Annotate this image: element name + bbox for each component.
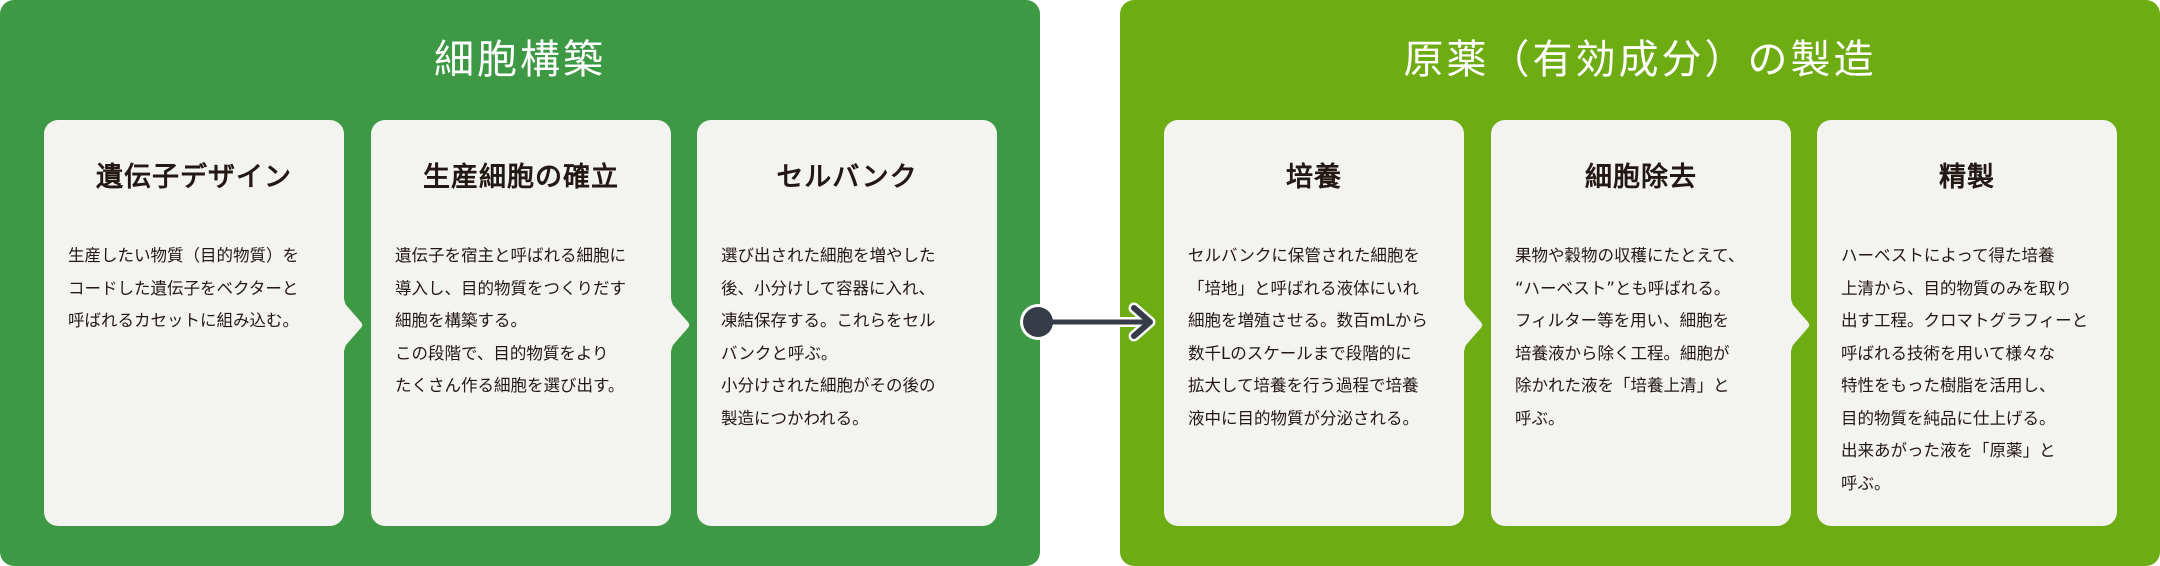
drug-substance-manufacturing-panel: 原薬（有効成分）の製造 培養 セルバンクに保管された細胞を 「培地」と呼ばれる液…: [1120, 0, 2160, 566]
step-description: 果物や穀物の収穫にたとえて、 “ハーベスト”とも呼ばれる。 フィルター等を用い、…: [1515, 246, 1745, 428]
step-card-cell-removal: 細胞除去 果物や穀物の収穫にたとえて、 “ハーベスト”とも呼ばれる。 フィルター…: [1491, 120, 1810, 526]
cell-construction-panel: 細胞構築 遺伝子デザイン 生産したい物質（目的物質）を コードした遺伝子をベクタ…: [0, 0, 1040, 566]
step-chevron-icon: [1462, 295, 1483, 355]
panel-title-cell-construction: 細胞構築: [434, 37, 606, 83]
step-title: 遺伝子デザイン: [96, 162, 292, 193]
step-title: セルバンク: [776, 162, 918, 193]
step-card-culture: 培養 セルバンクに保管された細胞を 「培地」と呼ばれる液体にいれ 細胞を増殖させ…: [1164, 120, 1483, 526]
step-chevron-icon: [342, 295, 363, 355]
step-card-cell-bank: セルバンク 選び出された細胞を増やした 後、小分けして容器に入れ、 凍結保存する…: [697, 120, 997, 526]
step-description: 選び出された細胞を増やした 後、小分けして容器に入れ、 凍結保存する。これらをセ…: [721, 246, 936, 428]
step-title: 培養: [1286, 162, 1342, 193]
step-chevron-icon: [1789, 295, 1810, 355]
step-title: 細胞除去: [1585, 162, 1697, 193]
step-description: セルバンクに保管された細胞を 「培地」と呼ばれる液体にいれ 細胞を増殖させる。数…: [1188, 246, 1428, 428]
step-title: 精製: [1939, 162, 1995, 193]
step-description: ハーベストによって得た培養 上清から、目的物質のみを取り 出す工程。クロマトグラ…: [1841, 246, 2089, 493]
step-card-producer-cell: 生産細胞の確立 遺伝子を宿主と呼ばれる細胞に 導入し、目的物質をつくりだす 細胞…: [371, 120, 690, 526]
step-description: 生産したい物質（目的物質）を コードした遺伝子をベクターと 呼ばれるカセットに組…: [68, 246, 299, 330]
step-title: 生産細胞の確立: [423, 162, 619, 193]
step-chevron-icon: [669, 295, 690, 355]
step-description: 遺伝子を宿主と呼ばれる細胞に 導入し、目的物質をつくりだす 細胞を構築する。 こ…: [395, 246, 626, 395]
arrow-right-icon: [1020, 302, 1156, 342]
panel-title-drug-substance: 原薬（有効成分）の製造: [1403, 37, 1877, 83]
step-card-gene-design: 遺伝子デザイン 生産したい物質（目的物質）を コードした遺伝子をベクターと 呼ば…: [44, 120, 363, 526]
step-card-purification: 精製 ハーベストによって得た培養 上清から、目的物質のみを取り 出す工程。クロマ…: [1817, 120, 2117, 526]
